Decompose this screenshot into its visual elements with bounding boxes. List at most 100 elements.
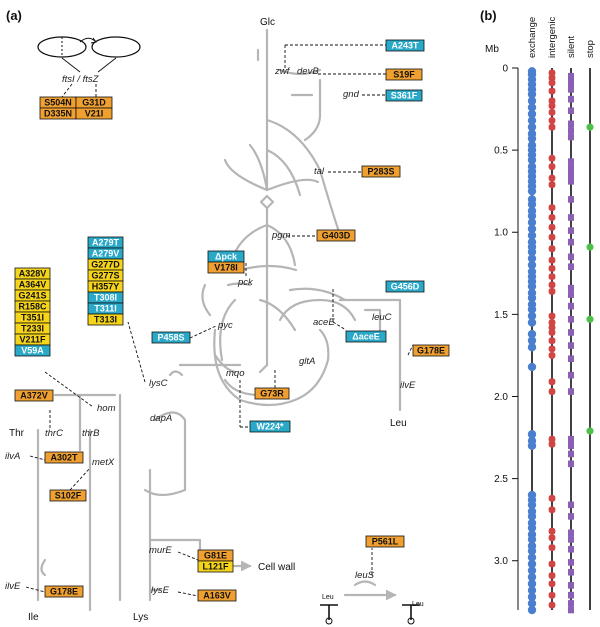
mutation-box-fts_right-0: G31D — [75, 96, 113, 109]
mark-intergenic — [548, 534, 556, 542]
mark-intergenic — [548, 154, 556, 162]
mark-intergenic — [548, 435, 556, 443]
mark-intergenic — [548, 287, 556, 295]
mark-intergenic — [548, 74, 556, 82]
mutation-label-W224: W224* — [256, 422, 284, 432]
mutation-label-T313I: T313I — [94, 315, 117, 325]
cell-division-icon — [37, 36, 141, 73]
mark-silent — [568, 450, 574, 458]
mark-exchange — [527, 329, 537, 339]
mark-exchange — [527, 579, 537, 588]
gene-leuC: leuC — [372, 312, 392, 323]
mark-silent — [568, 329, 574, 336]
mutation-box-tal: P283S — [361, 165, 401, 178]
mark-silent — [568, 342, 574, 349]
metab-ile: Ile — [28, 612, 39, 623]
mark-silent — [568, 545, 574, 553]
track-lines — [531, 68, 591, 610]
y-axis-label: Mb — [485, 44, 499, 55]
metab-lys: Lys — [133, 612, 148, 623]
mark-silent — [568, 559, 574, 566]
metab-cell-wall: Cell wall — [258, 562, 295, 573]
mutation-box-pyc_stack-4: H357Y — [87, 280, 124, 293]
mark-exchange — [527, 134, 537, 143]
mutation-label-G178E: G178E — [417, 346, 445, 356]
mutation-label-P561L: P561L — [372, 537, 399, 547]
mark-silent — [568, 291, 574, 298]
trna-left-icon — [320, 604, 338, 625]
mutation-box-aceE_right: G456D — [385, 280, 425, 293]
gene-lysE: lysE — [151, 585, 170, 596]
mark-intergenic — [548, 204, 556, 212]
gene-mqo: mqo — [226, 368, 244, 379]
mutation-boxes: S504ND335NG31DV21IA243TS19FS361FP283SG40… — [14, 39, 450, 602]
mutation-label-S102F: S102F — [55, 491, 82, 501]
mutation-label-T351I: T351I — [21, 313, 44, 323]
mark-intergenic — [548, 108, 556, 116]
mark-silent — [568, 284, 574, 292]
mutation-label-D335N: D335N — [44, 109, 72, 119]
mark-silent — [568, 214, 574, 221]
mark-exchange — [527, 336, 537, 345]
mutation-box-lysE: A163V — [197, 589, 237, 602]
mark-intergenic — [548, 163, 556, 170]
mutation-box-hom_stack-2: G241S — [14, 289, 51, 302]
gene-gltA: gltA — [299, 356, 315, 367]
mutation-label-A243T: A243T — [391, 41, 419, 51]
mark-silent — [568, 171, 574, 179]
mark-exchange — [527, 343, 537, 352]
mutation-box-hom_stack-1: A364V — [14, 278, 51, 291]
mutation-label-V59A: V59A — [21, 346, 44, 356]
mark-exchange — [527, 535, 537, 544]
mark-stop — [586, 123, 594, 131]
mutation-label-G277S: G277S — [91, 271, 119, 281]
mutation-label-G178E: G178E — [50, 587, 78, 597]
mark-exchange — [527, 200, 537, 209]
mark-exchange — [527, 109, 537, 119]
mark-stop — [586, 315, 594, 323]
mark-silent — [568, 460, 574, 468]
mutation-box-fts_left-1: D335N — [39, 107, 77, 120]
mutation-box-hom_stack-0: A328V — [14, 267, 51, 280]
mark-silent — [568, 442, 574, 450]
mutation-label-H357Y: H357Y — [92, 282, 120, 292]
mark-intergenic — [548, 560, 556, 568]
mutation-box-pck_box-1: V178I — [207, 261, 245, 274]
mutation-label-V21I: V21I — [85, 109, 104, 119]
mark-silent — [568, 263, 574, 271]
mutation-box-pyc: P458S — [151, 331, 191, 344]
mark-exchange — [527, 122, 537, 132]
mark-silent — [568, 227, 574, 234]
mutation-box-zwf: A243T — [385, 39, 425, 52]
mark-exchange — [527, 311, 537, 321]
mutation-label-L121F: L121F — [202, 562, 229, 572]
mark-silent — [568, 107, 574, 115]
gene-hom: hom — [97, 403, 116, 414]
mark-intergenic — [548, 312, 556, 320]
mark-silent — [568, 355, 574, 363]
mark-silent — [568, 164, 574, 172]
gene-pck: pck — [237, 277, 254, 288]
mark-intergenic — [548, 440, 556, 448]
mark-silent — [568, 606, 574, 614]
mutation-box-hom_stack-5: T233I — [14, 322, 51, 335]
gene-dapA: dapA — [150, 413, 172, 424]
mutation-box-gltA: G73R — [254, 387, 290, 400]
gene-thrB: thrB — [82, 428, 100, 439]
mutation-box-aceE_del: ΔaceE — [345, 330, 387, 343]
mutation-label-S19F: S19F — [393, 70, 415, 80]
mark-silent — [568, 529, 574, 537]
mark-exchange — [527, 500, 537, 510]
mark-intergenic — [548, 69, 556, 77]
mark-silent — [568, 178, 574, 185]
mark-exchange — [527, 305, 537, 314]
mutation-label-A279T: A279T — [92, 238, 120, 248]
gene-aceE: aceE — [313, 317, 335, 328]
mark-intergenic — [548, 544, 556, 551]
mark-intergenic — [548, 281, 556, 289]
mark-silent — [568, 86, 574, 93]
mark-silent — [568, 501, 574, 509]
mutation-box-hom_stack-6: V211F — [14, 333, 51, 346]
